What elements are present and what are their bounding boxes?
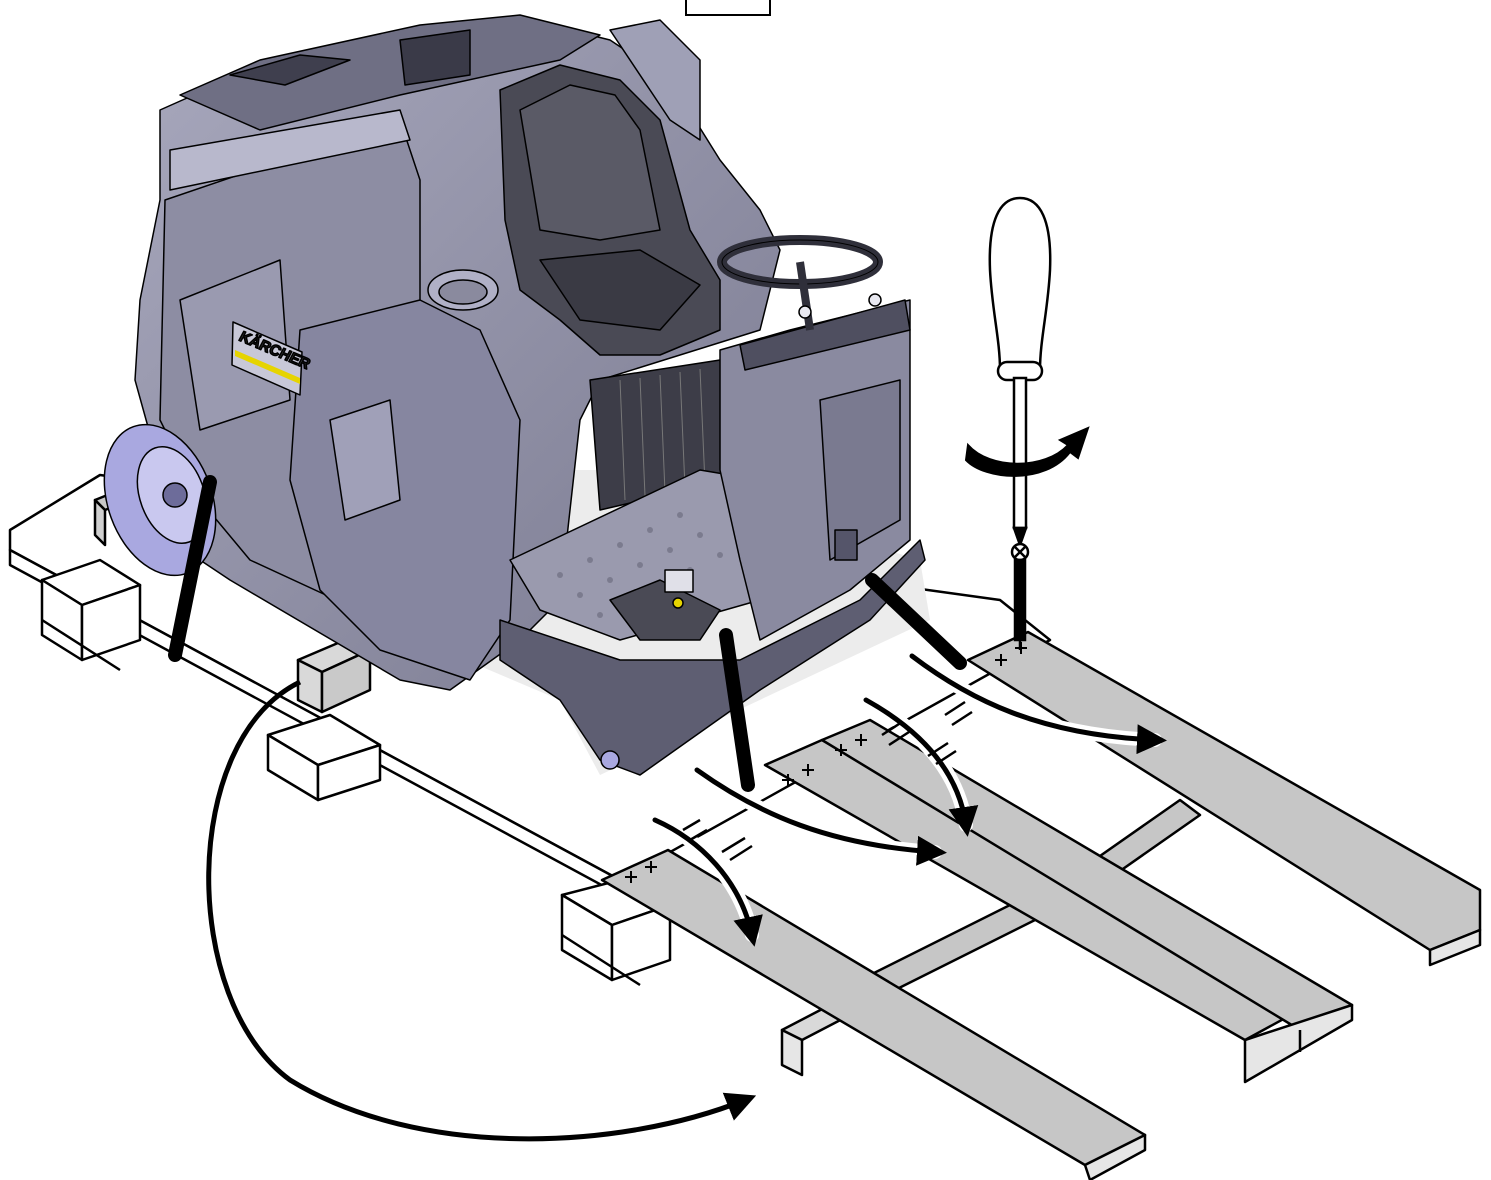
strap-right [865, 573, 967, 670]
machine-front-fender [289, 299, 521, 681]
arrow-board-2-out [690, 763, 947, 866]
pallet-block-left [40, 558, 142, 672]
arrow-rotate-screw [964, 426, 1090, 477]
screw-shaft [1013, 558, 1027, 642]
ride-on-scrubber: KÄRCHER [103, 14, 930, 776]
ramp-crossbeam-near [868, 898, 1047, 992]
strap-rear [168, 475, 217, 662]
arrow-board-4-out [905, 649, 1167, 755]
machine-top-lid [179, 14, 601, 131]
drive-pedal [609, 579, 721, 641]
tie-down-straps [168, 475, 967, 792]
figure-label-box [685, 0, 771, 16]
board-slash-marks [682, 700, 973, 862]
ramp-support-block-side [780, 1028, 804, 1077]
strap-front [719, 628, 755, 792]
arrow-remove-chock [206, 679, 757, 1142]
pallet-block-middle [266, 713, 382, 802]
arrow-board-1-out [648, 813, 763, 947]
pallet-block-front [560, 878, 672, 987]
screwdriver-handle [988, 196, 1052, 372]
screwdriver [988, 196, 1052, 650]
front-bumper [499, 539, 926, 776]
